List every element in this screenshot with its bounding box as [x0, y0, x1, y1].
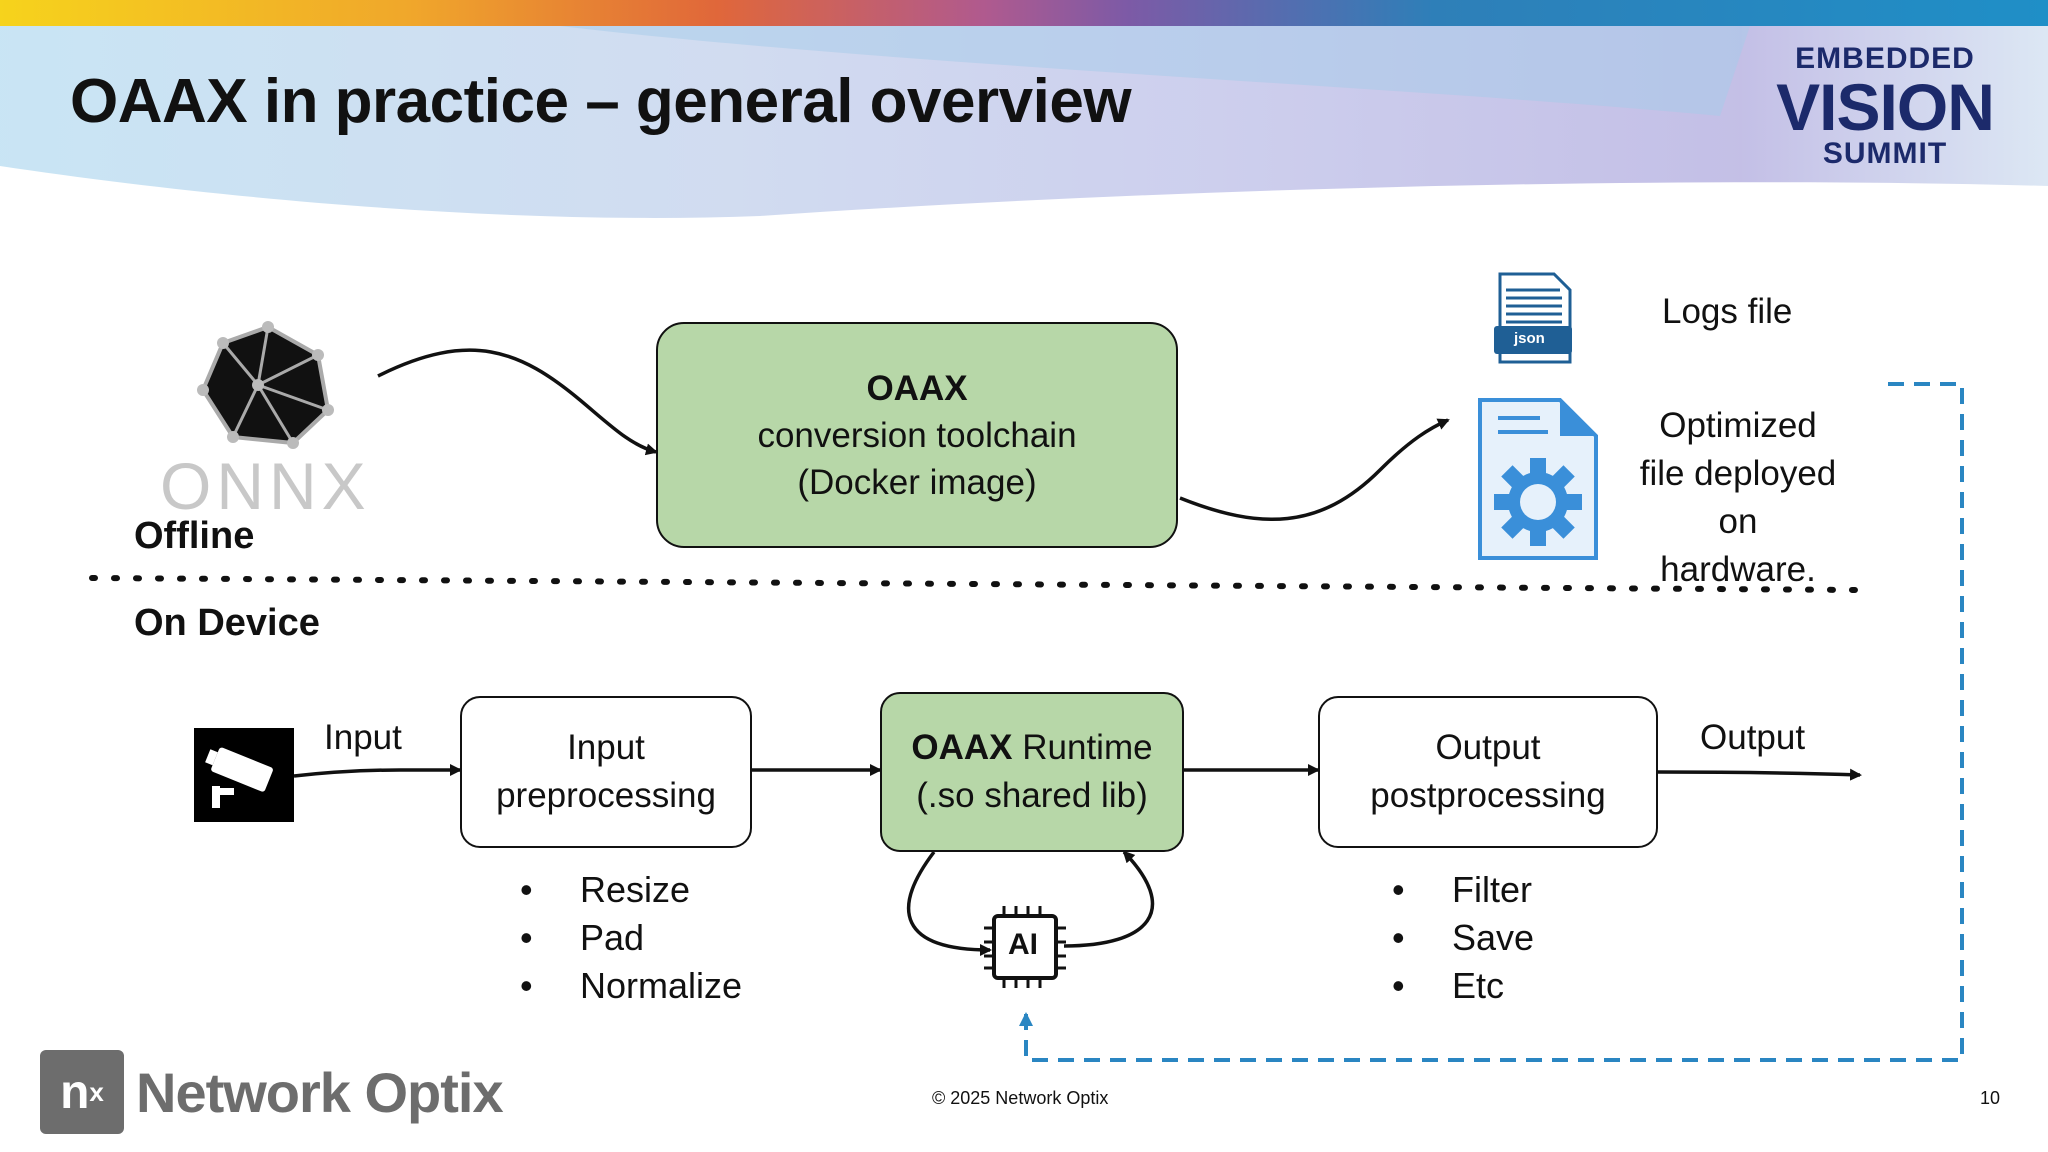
evs-logo-line3: SUMMIT: [1822, 137, 1948, 170]
runtime-to-chip-arrow: [907, 850, 992, 956]
postproc-steps-list: Filter Save Etc: [1392, 866, 1534, 1010]
evs-logo-line1: EMBEDDED: [1795, 42, 1975, 75]
offline-label: Offline: [134, 515, 255, 557]
runtime-line1: OAAX Runtime: [911, 724, 1152, 772]
copyright-text: © 2025 Network Optix: [932, 1088, 1109, 1108]
output-postprocessing-box: Output postprocessing: [1318, 696, 1658, 848]
list-item: Pad: [520, 914, 742, 962]
nx-mark-n: n: [60, 1065, 90, 1119]
security-camera-icon: [194, 728, 294, 822]
runtime-rest: Runtime: [1012, 728, 1153, 767]
optimized-file-label: Optimized file deployed on hardware.: [1618, 402, 1858, 594]
onnx-logo-text: ONNX: [160, 449, 371, 523]
optimized-line2: file deployed: [1639, 454, 1837, 493]
runtime-bold: OAAX: [911, 728, 1013, 767]
list-item: Normalize: [520, 962, 742, 1010]
output-label: Output: [1700, 718, 1806, 757]
postproc-line1: Output: [1435, 728, 1541, 767]
optimized-line3: on: [1718, 502, 1758, 541]
slide-title: OAAX in practice – general overview: [70, 67, 1132, 136]
runtime-line2: (.so shared lib): [916, 776, 1148, 815]
embedded-vision-summit-logo: EMBEDDED VISION SUMMIT: [1760, 42, 2010, 172]
offline-ondevice-separator: [89, 575, 1863, 593]
toolchain-title: OAAX: [866, 368, 968, 408]
input-label: Input: [324, 718, 402, 757]
list-item: Save: [1392, 914, 1534, 962]
toolchain-to-file-arrow: [1179, 418, 1450, 522]
top-color-bar: [0, 0, 2048, 26]
toolchain-line2: conversion toolchain: [757, 415, 1077, 455]
ai-chip-label: AI: [1008, 928, 1038, 961]
preproc-line2: preprocessing: [496, 776, 716, 815]
input-preprocessing-box: Input preprocessing: [460, 696, 752, 848]
logs-file-label: Logs file: [1662, 292, 1793, 331]
optimized-line4: hardware.: [1660, 550, 1816, 589]
preproc-line1: Input: [567, 728, 645, 767]
camera-to-preproc-arrow: [293, 764, 462, 778]
nx-mark-x: x: [89, 1076, 104, 1107]
list-item: Etc: [1392, 962, 1534, 1010]
preproc-steps-list: Resize Pad Normalize: [520, 866, 742, 1010]
json-badge-label: json: [1514, 330, 1545, 347]
optimized-line1: Optimized: [1659, 406, 1817, 445]
toolchain-line3: (Docker image): [797, 462, 1037, 502]
postproc-to-output-arrow: [1657, 768, 1862, 781]
on-device-label: On Device: [134, 602, 320, 644]
oaax-runtime-box: OAAX Runtime (.so shared lib): [880, 692, 1184, 852]
postproc-line2: postprocessing: [1370, 776, 1606, 815]
list-item: Filter: [1392, 866, 1534, 914]
header-wave: [0, 26, 2048, 218]
page-number: 10: [1980, 1088, 2001, 1108]
nx-logo-name: Network Optix: [136, 1060, 504, 1124]
list-item: Resize: [520, 866, 742, 914]
onnx-to-toolchain-arrow: [377, 348, 658, 456]
oaax-toolchain-box: OAAX conversion toolchain (Docker image): [656, 322, 1178, 548]
chip-to-runtime-arrow: [1063, 850, 1155, 948]
evs-logo-line2: VISION: [1776, 70, 1995, 144]
